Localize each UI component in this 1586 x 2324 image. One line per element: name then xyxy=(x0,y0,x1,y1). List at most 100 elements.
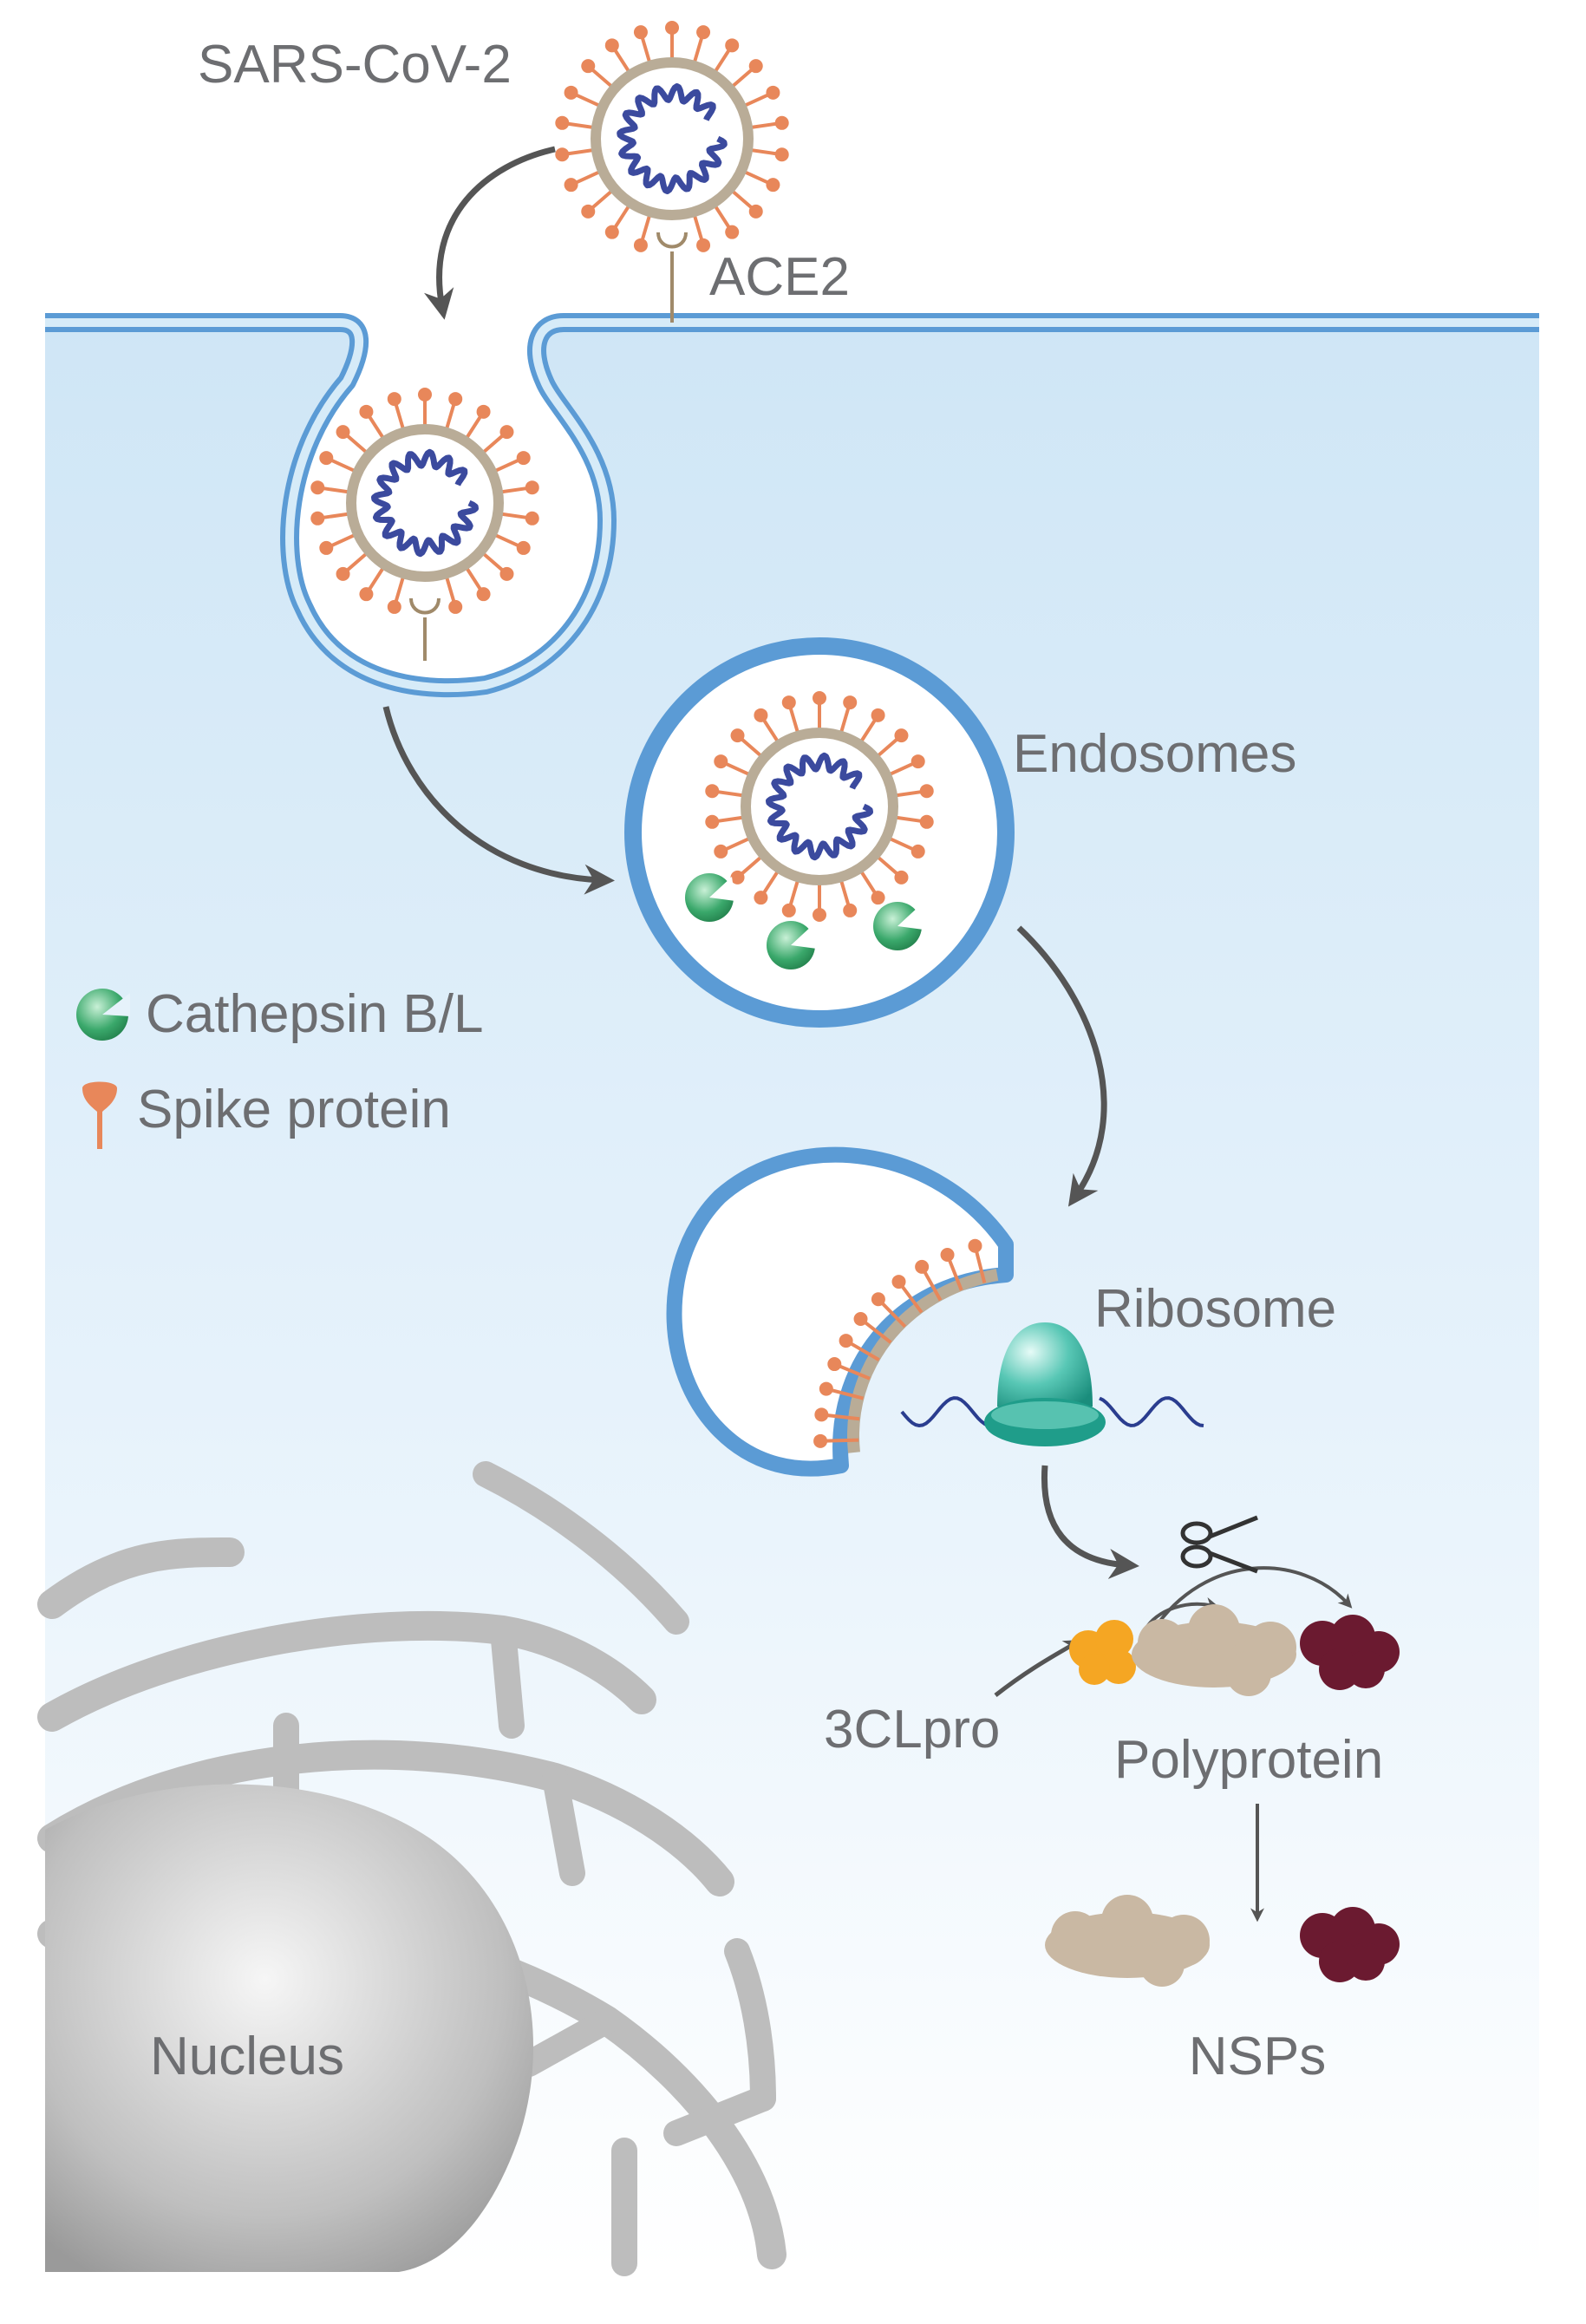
spike-head xyxy=(725,225,740,239)
cathepsin-icon xyxy=(76,989,130,1041)
spike-head xyxy=(813,1433,828,1448)
spike-head xyxy=(774,115,789,130)
arrow-pit-to-endosome xyxy=(382,706,615,895)
spike-head xyxy=(319,451,334,466)
viral-rna-genome xyxy=(371,448,479,558)
ace2-receptor-icon xyxy=(409,597,441,615)
spike-head xyxy=(336,425,350,440)
spike-head xyxy=(730,870,745,885)
spike-head xyxy=(766,85,780,100)
spike-head xyxy=(910,844,925,858)
spike-stalk xyxy=(864,1321,892,1344)
spike-head xyxy=(581,59,596,74)
spike-stalk xyxy=(923,1270,943,1302)
viral-rna xyxy=(900,1396,1204,1428)
spike-head xyxy=(714,754,728,769)
spike-head xyxy=(665,21,679,35)
cathepsin-enzyme xyxy=(873,902,924,950)
arrow-ribosome-to-polyprotein xyxy=(1041,1465,1139,1579)
spike-head xyxy=(781,903,796,917)
spike-head xyxy=(310,511,325,526)
endosomes-label: Endosomes xyxy=(1013,724,1296,784)
spike-head xyxy=(555,147,570,162)
spike-head xyxy=(387,599,401,614)
spike-head xyxy=(781,695,796,710)
spike-head xyxy=(919,814,934,829)
spike-stalk xyxy=(975,1250,987,1283)
spike-head xyxy=(748,204,763,219)
spike-head xyxy=(894,870,909,885)
spike-head xyxy=(871,891,885,905)
spike-head xyxy=(448,392,463,407)
nsp-maroon xyxy=(1300,1907,1400,1982)
legend-cathepsin-label: Cathepsin B/L xyxy=(146,984,483,1044)
cathepsins xyxy=(685,873,924,969)
spike-head xyxy=(968,1238,982,1253)
spike-head xyxy=(813,908,826,922)
virion-free xyxy=(555,21,789,323)
viral-envelope xyxy=(346,424,504,582)
spike-head xyxy=(476,587,491,602)
spike-head xyxy=(774,147,789,162)
spike-head xyxy=(714,844,728,858)
spike-head xyxy=(476,404,491,419)
spike-head xyxy=(633,25,648,40)
spike-head xyxy=(604,225,619,239)
spike-head xyxy=(525,511,539,526)
spike-head xyxy=(633,238,648,252)
viral-envelope xyxy=(741,728,898,885)
spike-head xyxy=(827,1357,842,1372)
nsps-label: NSPs xyxy=(1189,2027,1326,2086)
polyprotein xyxy=(1069,1604,1400,1696)
spike-head xyxy=(940,1248,955,1263)
scissors-icon xyxy=(1180,1515,1258,1574)
virus-label: SARS-CoV-2 xyxy=(198,35,512,95)
nsp-beige xyxy=(1045,1895,1210,1987)
spike-head xyxy=(581,204,596,219)
spike-head xyxy=(748,59,763,74)
spike-head xyxy=(359,587,374,602)
spike-head xyxy=(871,1292,885,1307)
spike-head xyxy=(525,480,539,495)
spike-stalk xyxy=(947,1258,963,1291)
nsps xyxy=(1045,1895,1400,1987)
cathepsin-enzyme xyxy=(767,921,817,969)
spike-head xyxy=(705,814,720,829)
spike-head xyxy=(310,480,325,495)
spike-head xyxy=(336,566,350,581)
spike-head xyxy=(499,566,514,581)
spike-head xyxy=(730,728,745,743)
spike-head xyxy=(843,903,858,917)
spike-head xyxy=(891,1275,906,1289)
spike-head xyxy=(919,784,934,799)
spike-head xyxy=(499,425,514,440)
spike-head xyxy=(814,1407,829,1422)
spike-head xyxy=(359,404,374,419)
virion-in-pit xyxy=(310,388,539,661)
viral-envelope xyxy=(591,57,754,220)
spike-head xyxy=(754,891,768,905)
spike-head xyxy=(871,708,885,722)
viral-rna-genome xyxy=(617,83,728,194)
spike-stalk xyxy=(849,1342,880,1361)
arrow-3clpro xyxy=(994,1640,1081,1697)
legend-spike-label: Spike protein xyxy=(137,1080,451,1139)
endosome xyxy=(624,637,1015,1028)
spike-head xyxy=(754,708,768,722)
polyprotein-label: Polyprotein xyxy=(1114,1730,1383,1790)
spike-head xyxy=(696,238,711,252)
spike-stalk xyxy=(826,1413,860,1421)
ace2-receptor-icon xyxy=(656,232,688,249)
spike-head xyxy=(319,540,334,555)
spike-head xyxy=(853,1312,868,1327)
nsp-domain-beige xyxy=(1132,1604,1296,1696)
spike-head xyxy=(915,1259,930,1274)
spike-head xyxy=(725,38,740,53)
spike-head xyxy=(839,1334,853,1348)
ribosome xyxy=(984,1322,1106,1446)
nucleus xyxy=(45,1784,533,2272)
spike-proteins-fused xyxy=(813,1238,987,1448)
spike-head xyxy=(387,392,401,407)
